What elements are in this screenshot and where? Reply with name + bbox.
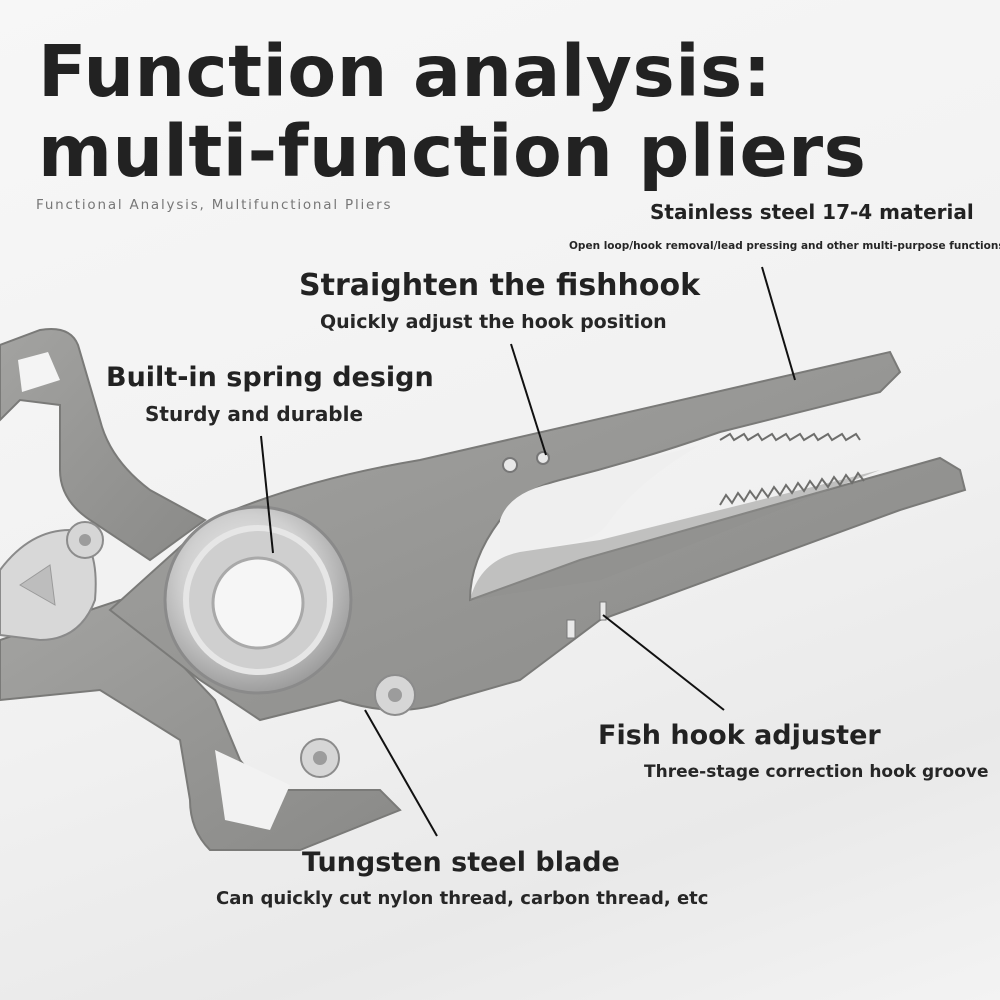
callout-straighten-heading: Straighten the fishhook [299,268,701,303]
screw [66,521,104,559]
callout-blade-heading: Tungsten steel blade [302,847,620,878]
callout-blade-detail: Can quickly cut nylon thread, carbon thr… [216,888,709,909]
leader-line-material [761,266,796,381]
callout-material-heading: Stainless steel 17-4 material [650,200,974,224]
callout-straighten-detail: Quickly adjust the hook position [320,311,667,333]
hook-hole [502,457,518,473]
hook-hole [536,451,550,465]
screw [374,674,416,716]
title-line-1: Function analysis: [38,30,772,113]
leader-line-straighten [510,343,547,456]
screw [300,738,340,778]
title-line-2: multi-function pliers [38,110,867,193]
callout-spring-detail: Sturdy and durable [145,402,364,426]
page-title: Function analysis: multi-function pliers [38,32,866,192]
lower-jaw-teeth [719,471,865,506]
callout-material-detail: Open loop/hook removal/lead pressing and… [569,240,1000,252]
upper-handle [0,328,207,562]
adjuster-groove [566,619,576,639]
leader-line-adjuster [602,614,725,711]
leader-line-blade [364,709,438,837]
callout-adjuster-heading: Fish hook adjuster [598,720,881,751]
page-subtitle: Functional Analysis, Multifunctional Pli… [36,197,393,213]
callout-spring-heading: Built-in spring design [106,362,434,393]
upper-jaw-teeth [719,432,861,442]
callout-adjuster-detail: Three-stage correction hook groove [644,762,989,782]
adjuster-groove [599,601,607,621]
leader-line-spring [260,435,274,554]
